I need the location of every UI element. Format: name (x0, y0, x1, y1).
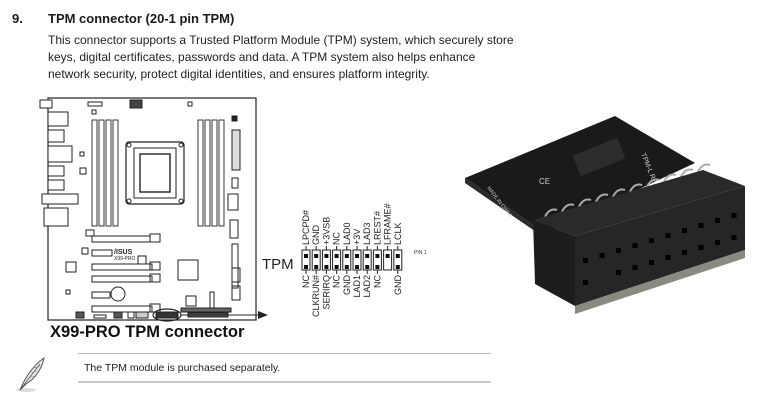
pin-label-bottom: NC (372, 275, 382, 288)
quill-pen-icon (16, 356, 45, 392)
pcie-slots (81, 229, 161, 313)
note-text: The TPM module is purchased separately. (84, 362, 281, 374)
header-hole (616, 248, 621, 253)
section-description: This connector supports a Trusted Platfo… (48, 33, 514, 81)
pin-label-top: LAD3 (362, 222, 372, 245)
note-rule-top (78, 353, 491, 354)
pin-top (324, 254, 329, 258)
header-hole (632, 265, 638, 270)
pin-top (365, 254, 370, 258)
module-pcb (465, 116, 695, 233)
pin-label-top: LFRAME# (383, 203, 393, 245)
pin-top (375, 254, 380, 258)
header-top (533, 170, 745, 236)
io-port (39, 99, 53, 109)
header-hole (649, 260, 654, 265)
pin-label-bottom: CLKRUN# (311, 275, 321, 317)
pin-label-top: +3VSB (321, 217, 331, 245)
header-hole (731, 213, 737, 218)
pin-label-top: LPCPD# (301, 210, 311, 245)
io-port (41, 193, 79, 205)
pin-top (304, 254, 308, 258)
io-port (47, 145, 73, 163)
pin-label-bottom: GND (393, 275, 403, 296)
tpm-chip (572, 137, 626, 177)
header-hole (665, 255, 671, 260)
board-outline (47, 97, 257, 321)
pin-bottom (395, 265, 400, 269)
io-port (47, 111, 69, 127)
io-port (47, 165, 65, 177)
header-hole (583, 280, 588, 285)
motherboard-logo: /ISUS (114, 249, 133, 256)
pin-label-top: LAD0 (342, 222, 352, 245)
header-hole (665, 233, 671, 238)
pin-label-bottom: NC (332, 275, 342, 288)
pin-label-top: LREST# (372, 211, 382, 245)
note-rule-bottom (78, 381, 491, 383)
header-hole (682, 228, 687, 233)
svg-text:CE: CE (539, 177, 550, 186)
tpm-connector-label: TPM (262, 256, 294, 273)
pin-top (334, 254, 339, 258)
section-title: TPM connector (20-1 pin TPM) (48, 11, 235, 26)
pin-column (383, 249, 393, 271)
pin-label-bottom: LAD2 (362, 275, 372, 298)
pin-top (355, 254, 359, 258)
pin-bottom (375, 265, 380, 269)
pin-label-bottom: SERIRQ (321, 275, 331, 310)
cmos-battery (110, 286, 126, 302)
pin-label-bottom: GND (342, 275, 352, 296)
pin-top (385, 254, 390, 258)
pin-top (395, 254, 400, 258)
pin-bottom (365, 265, 370, 269)
pin-bottom (324, 265, 329, 269)
pin-top (344, 254, 349, 258)
dimm-slots-right (197, 119, 225, 227)
header-hole (715, 218, 720, 223)
pin-label-top: +3V (352, 229, 362, 245)
header-hole (649, 238, 654, 243)
arrowhead-icon (258, 311, 268, 319)
pin-bottom (334, 265, 339, 269)
motherboard-caption: X99-PRO TPM connector (50, 323, 245, 341)
pin-label-top: LCLK (393, 222, 403, 245)
header-hole (698, 245, 704, 250)
pin-label-top: NC (332, 232, 342, 245)
pin1-label: PIN 1 (414, 250, 427, 256)
section-number: 9. (12, 11, 23, 26)
header-hole (599, 253, 605, 258)
chipset (177, 259, 199, 281)
io-port (47, 129, 65, 143)
pin-label-bottom: LAD1 (352, 275, 362, 298)
pin-bottom (355, 265, 359, 269)
pin-top (314, 254, 319, 258)
tpm-header-on-board (155, 311, 179, 319)
cpu-power-connector (129, 99, 143, 109)
header-base (575, 250, 745, 314)
pin-label-top: GND (311, 225, 321, 246)
header-hole (698, 223, 704, 228)
atx-power-connector (231, 129, 241, 171)
pin-bottom (344, 265, 349, 269)
pin-bottom (314, 265, 319, 269)
io-port (47, 179, 65, 191)
motherboard-model: X99-PRO (114, 256, 136, 262)
header-hole (583, 258, 588, 263)
pin-bottom (304, 265, 308, 269)
motherboard-diagram: /ISUS X99-PRO (39, 97, 264, 322)
header-front (575, 186, 745, 306)
pin-label-bottom: NC (301, 275, 311, 288)
dimm-slots-left (91, 119, 119, 227)
header-hole (616, 270, 621, 275)
header-hole (632, 243, 638, 248)
header-hole (715, 240, 720, 245)
header-hole (682, 250, 687, 255)
io-port (43, 207, 69, 227)
cpu-socket (125, 141, 185, 205)
tpm-module-photo: TPM-L R2.0 MADE IN CHINA CE (465, 116, 745, 314)
header-hole (731, 235, 737, 240)
